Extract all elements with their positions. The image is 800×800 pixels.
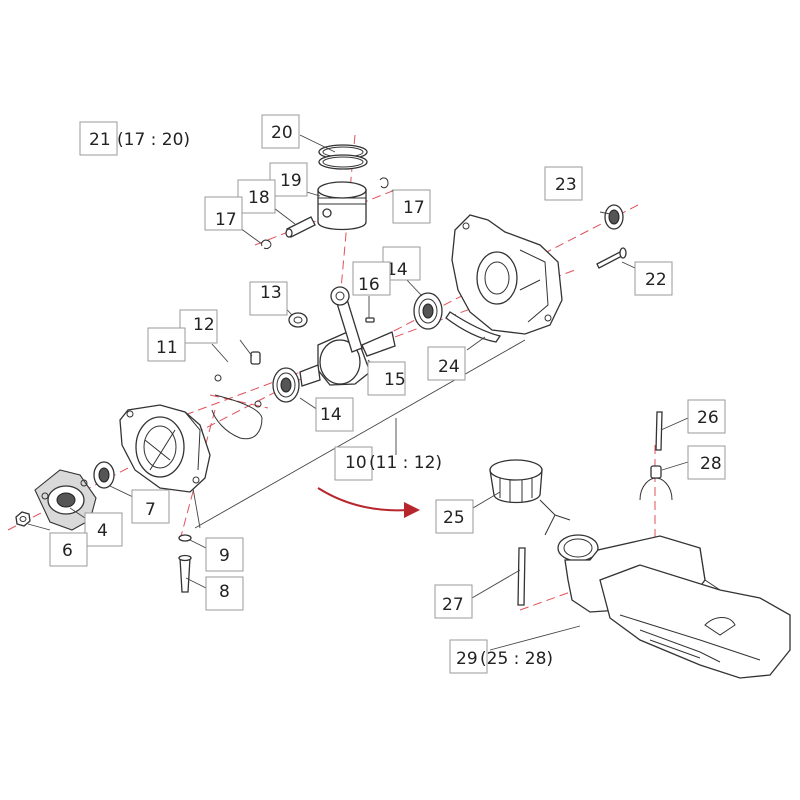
part-18-piston-pin [285,216,316,238]
part-14-bearing-lower [272,367,300,403]
label-box-24 [427,346,466,381]
label-box-10 [334,446,373,481]
label-10: 10 [345,453,367,473]
label-29-range: (25 : 28) [480,649,553,669]
label-box-4 [84,512,123,547]
part-15-crankshaft [299,286,396,387]
label-23: 23 [555,175,577,195]
label-box-7 [131,489,170,524]
label-18: 18 [248,188,270,208]
label-14-lower: 14 [320,405,342,425]
part-29-fuel-tank [557,534,791,679]
label-box-6 [49,532,88,567]
label-19: 19 [280,171,302,191]
part-25-fuel-cap [489,459,571,536]
axis-ring [209,394,269,409]
label-box-22 [634,261,673,296]
part-7-seal [93,461,115,489]
label-26: 26 [697,408,719,428]
label-17a: 17 [215,210,237,230]
part-28-filter [639,465,673,501]
part-26-hose [655,411,663,451]
label-4: 4 [97,521,108,541]
label-box-12 [179,309,218,344]
axis-screw [179,409,216,541]
label-22: 22 [645,270,667,290]
label-8: 8 [219,582,230,602]
part-14-bearing-upper [413,292,443,330]
label-17b: 17 [403,198,425,218]
label-29: 29 [456,649,478,669]
part-20-piston-rings [318,144,368,170]
red-arrow [317,487,420,518]
label-12: 12 [193,315,215,335]
part-16-key [365,317,375,323]
bracket-line-a [194,339,526,529]
label-10-range: (11 : 12) [369,453,442,473]
label-14-upper: 14 [386,260,408,280]
label-13: 13 [260,283,282,303]
labels: 21 (17 : 20) 20 19 18 17 17 23 22 14 16 … [49,114,726,674]
label-box-17a [204,196,243,231]
label-box-13 [249,281,288,316]
part-17-circlip-right [379,177,389,189]
label-box-9 [205,537,244,572]
label-21-range: (17 : 20) [117,130,190,150]
label-box-18 [237,179,276,214]
part-24-liner [445,311,502,343]
label-box-26 [687,399,726,434]
part-27-breather-hose [517,547,526,606]
label-28: 28 [700,454,722,474]
part-9-washer [178,534,192,542]
label-box-15 [367,361,406,396]
part-23-seal [604,204,624,230]
part-8-screw [178,554,192,593]
label-box-29 [449,639,488,674]
label-25: 25 [443,508,465,528]
label-box-19 [269,162,308,197]
part-17-circlip-left [261,239,272,249]
label-box-25 [435,499,474,534]
label-9: 9 [219,546,230,566]
label-20: 20 [271,123,293,143]
label-box-20 [261,114,300,149]
label-6: 6 [62,541,73,561]
label-27: 27 [442,595,464,615]
part-19-piston [317,181,367,231]
label-16: 16 [358,275,380,295]
label-box-14-lower [315,397,354,432]
part-right-crankcase [451,214,563,335]
label-24: 24 [438,357,460,377]
label-box-21 [79,121,118,156]
part-11-gasket [211,374,263,440]
label-box-16 [352,261,391,296]
label-15: 15 [384,370,406,390]
label-box-27 [434,584,473,619]
label-7: 7 [145,500,156,520]
label-box-23 [544,166,583,201]
label-box-17b [392,189,431,224]
label-21: 21 [89,130,111,150]
label-box-28 [687,445,726,480]
part-12-dowel [250,351,261,365]
label-box-8 [205,576,244,611]
part-6-nut [15,511,31,527]
part-left-crankcase [119,404,211,493]
label-box-11 [147,327,186,362]
part-22-bolt [596,247,627,269]
label-11: 11 [156,338,178,358]
part-13-needle-bearing [288,312,308,328]
